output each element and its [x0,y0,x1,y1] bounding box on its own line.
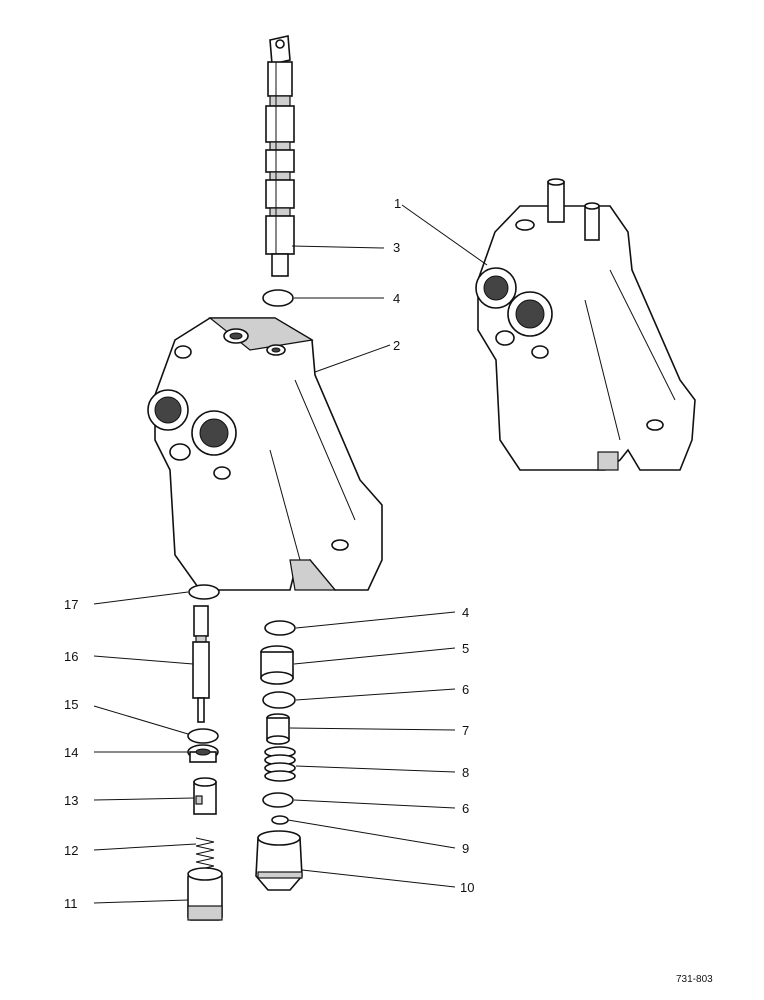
callout-12: 12 [64,843,78,858]
washer-part-15 [187,728,219,744]
callout-8: 8 [462,765,469,780]
callout-17: 17 [64,597,78,612]
callout-15: 15 [64,697,78,712]
callout-6-lower: 6 [462,801,469,816]
washer-part-6-lower [262,792,294,808]
callout-4-lower: 4 [462,605,469,620]
callout-5: 5 [462,641,469,656]
seat-part-14 [187,744,219,763]
piston-part-7 [266,713,290,745]
plunger-part-16 [192,605,210,723]
callout-16: 16 [64,649,78,664]
ring-part-9 [271,815,289,825]
plug-part-10 [255,830,303,891]
callout-14: 14 [64,745,78,760]
callout-1: 1 [394,196,401,211]
poppet-part-13 [193,777,217,815]
sleeve-part-5 [260,645,294,685]
callout-3: 3 [393,240,400,255]
drawing-reference-code: 731-803 [676,974,713,985]
spool-part-3 [265,35,295,277]
o-ring-part-4-lower [264,620,296,636]
valve-body-part-2 [147,317,383,591]
valve-assembly-part-1 [475,178,696,471]
callout-10: 10 [460,880,474,895]
washer-part-6-upper [262,691,296,709]
cap-part-11 [187,867,223,921]
callout-2: 2 [393,338,400,353]
callout-7: 7 [462,723,469,738]
callout-4-upper: 4 [393,291,400,306]
callout-11: 11 [64,896,78,911]
o-ring-part-4-upper [262,289,294,307]
spring-part-8 [264,746,296,782]
callout-9: 9 [462,841,469,856]
callout-13: 13 [64,793,78,808]
o-ring-part-17 [188,584,220,600]
callout-6-upper: 6 [462,682,469,697]
leader-lines [93,204,488,904]
